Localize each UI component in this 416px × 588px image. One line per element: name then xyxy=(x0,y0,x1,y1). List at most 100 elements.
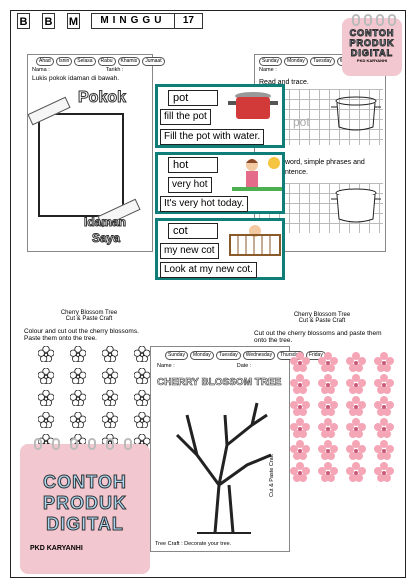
name-label: Name : xyxy=(157,363,175,369)
pink-blossom-icon xyxy=(346,396,366,416)
watermark-badge-large: CONTOH PRODUK DIGITAL PKD KARYANHI xyxy=(20,444,150,574)
flashcard-pot: pot fill the pot Fill the pot with water… xyxy=(155,84,285,148)
day-rabu: Rabu xyxy=(97,57,116,66)
pink-blossom-icon xyxy=(290,396,310,416)
outline-blossom-icon xyxy=(101,367,119,385)
name-label: Name : xyxy=(259,67,277,73)
badge-line1: CONTOH xyxy=(349,28,395,39)
card-word: hot xyxy=(168,157,218,173)
pink-blossom-icon xyxy=(318,462,338,482)
day-sunday: Sunday xyxy=(259,57,282,66)
day-tuesday: Tuesday xyxy=(309,57,335,66)
badge-brand: PKD KARYANHI xyxy=(30,545,83,552)
day-sunday: Sunday xyxy=(165,351,188,360)
badge-line3: DIGITAL xyxy=(46,514,124,535)
pink-blossom-icon xyxy=(374,374,394,394)
day-monday: Monday xyxy=(189,351,214,360)
card-phrase: fill the pot xyxy=(160,109,211,125)
date-label: Tarikh : xyxy=(105,67,124,73)
hot-girl-icon xyxy=(232,157,282,191)
binder-ring-icon xyxy=(70,438,78,450)
day-ahad: Ahad xyxy=(36,57,54,66)
pink-blossom-icon xyxy=(318,440,338,460)
pink-blossom-icon xyxy=(346,418,366,438)
pink-blossom-icon xyxy=(374,396,394,416)
card-phrase: very hot xyxy=(168,177,212,193)
card-sentence: It's very hot today. xyxy=(160,196,249,212)
pink-blossom-icon xyxy=(290,374,310,394)
pink-blossom-icon xyxy=(290,462,310,482)
pink-blossom-icon xyxy=(290,418,310,438)
badge-line2: PRODUK xyxy=(349,38,395,49)
cot-icon xyxy=(229,225,281,256)
binder-ring-icon xyxy=(352,14,360,26)
outline-blossom-icon xyxy=(37,367,55,385)
badge-line3: DIGITAL xyxy=(350,48,394,59)
instruction-2b: ntence. xyxy=(285,169,308,176)
pink-blossom-icon xyxy=(318,352,338,372)
pink-blossom-icon xyxy=(374,440,394,460)
badge-brand: PKD KARYANHI xyxy=(356,58,388,63)
badge-line1: CONTOH xyxy=(43,472,127,493)
flashcard-cot: cot my new cot Look at my new cot. xyxy=(155,218,285,280)
name-label: Nama : xyxy=(32,67,50,73)
subtitle-idaman: Idaman xyxy=(83,215,127,230)
pot-icon-2 xyxy=(331,188,381,223)
binder-ring-icon xyxy=(88,438,96,450)
outline-blossom-icon xyxy=(37,411,55,429)
binder-ring-icon xyxy=(388,14,396,26)
outline-blossom-icon xyxy=(133,411,151,429)
subtitle-saya: Saya xyxy=(91,231,121,246)
outline-blossom-icon xyxy=(69,411,87,429)
week-number: 17 xyxy=(182,15,194,26)
pink-blossom-icon xyxy=(318,396,338,416)
sheet-title2: Cut & Paste Craft xyxy=(65,316,113,322)
sheet-title1: Cherry Blossom Tree xyxy=(293,312,351,318)
card-sentence: Look at my new cot. xyxy=(160,262,257,278)
instruction-2: word, simple phrases and xyxy=(285,159,365,166)
instruction: Read and trace. xyxy=(259,79,309,86)
pot-icon xyxy=(331,96,381,131)
pink-blossom-icon xyxy=(290,440,310,460)
worksheet-cut-paste: Cherry Blossom Tree Cut & Paste Craft Cu… xyxy=(254,312,390,344)
week-label: MINGGU xyxy=(92,14,175,28)
title-pokok: Pokok xyxy=(77,89,127,107)
sheet-title1: Cherry Blossom Tree xyxy=(60,310,118,316)
outline-blossom-icon xyxy=(101,345,119,363)
binder-ring-icon xyxy=(376,14,384,26)
binder-ring-icon xyxy=(124,438,132,450)
instruction: Lukis pokok idaman di bawah. xyxy=(32,75,120,82)
outline-blossom-icon xyxy=(69,389,87,407)
instruction: Cut out the cherry blossoms and paste th… xyxy=(254,330,382,344)
pink-blossom-icon xyxy=(374,418,394,438)
outline-blossom-icon xyxy=(101,411,119,429)
drawing-box xyxy=(38,113,124,217)
trace-word: pot xyxy=(293,115,310,129)
day-isnin: Isnin xyxy=(55,57,73,66)
pink-blossom-icon xyxy=(346,352,366,372)
pink-blossom-icon xyxy=(374,352,394,372)
pink-blossom-icon xyxy=(374,462,394,482)
header-letter-m: M xyxy=(67,13,80,29)
pink-blossom-icon xyxy=(346,440,366,460)
outline-blossom-icon xyxy=(133,389,151,407)
outline-blossom-icon xyxy=(133,345,151,363)
card-phrase: my new cot xyxy=(160,243,219,259)
badge-line2: PRODUK xyxy=(42,493,127,514)
date-label: Date : xyxy=(236,363,252,369)
pink-blossom-icon xyxy=(346,374,366,394)
binder-ring-icon xyxy=(34,438,42,450)
outline-blossom-icon xyxy=(69,345,87,363)
day-wednesday: Wednesday xyxy=(242,351,276,360)
outline-blossom-icon xyxy=(37,345,55,363)
outline-blossom-icon xyxy=(37,389,55,407)
pink-blossom-icon xyxy=(290,352,310,372)
tree-title: CHERRY BLOSSOM TREE xyxy=(157,377,282,389)
binder-ring-icon xyxy=(364,14,372,26)
day-khamis: Khamis xyxy=(117,57,141,66)
week-label-box: MINGGU 17 xyxy=(91,13,203,29)
